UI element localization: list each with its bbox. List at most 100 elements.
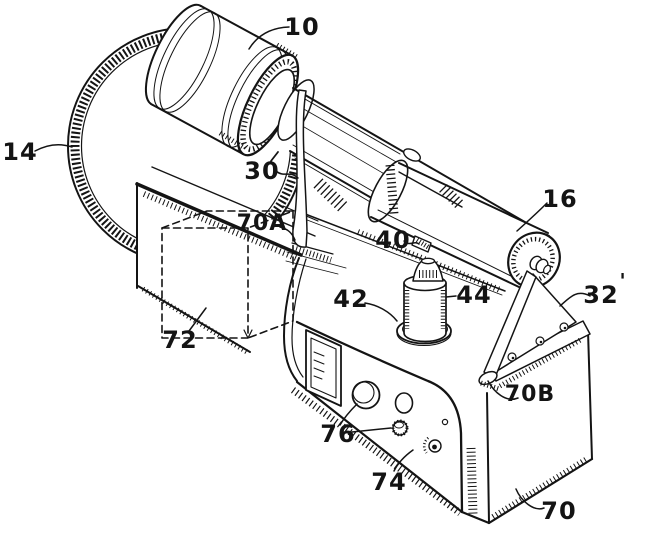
bracket-32 [478,270,577,392]
label-70B: 70B [505,382,555,407]
housing-top-hatch [275,42,299,60]
lens-housing-10 [144,3,315,157]
sleeve-16 [367,159,549,288]
leader-16 [516,202,548,232]
knob-44-body [403,282,447,343]
case-top-back-edge [151,166,316,237]
leader-lines [34,26,591,510]
sleeve-top-edge [398,162,549,234]
case-top-front-edge [135,182,303,257]
leader-70B [487,380,519,400]
case-front-rim-curve [295,320,464,514]
tray-floor-line-1 [286,251,347,269]
compartment-top-face [161,210,294,229]
case-bevel-bottom-edge [460,510,491,525]
leader-70A [279,226,296,241]
label-70: 70 [541,497,576,525]
label-74: 74 [371,468,406,496]
knob-44 [403,257,447,343]
sleeve-left-cap [367,159,409,223]
knob-44-cone-top [420,257,436,265]
hatch-bottom-left [141,286,249,355]
hatch-right-top [498,336,584,389]
compartment-arrow-tick [243,329,253,339]
reference-labels: 10 14 16 30 32 ' 40 42 44 70 70A 70B 72 … [2,13,626,525]
meter-scale-ticks [313,351,325,380]
lug-knurl-hatch [415,237,430,250]
housing-bottom-edge [150,103,244,155]
sleeve-bottom-edge [370,216,520,288]
label-76: 76 [320,420,355,448]
tube-top-edge [292,87,550,237]
case-cowl-outer-edge [283,257,300,382]
meter-window [305,329,342,407]
label-10: 10 [284,13,319,41]
rivet-dot [539,340,543,344]
meter-tick [313,367,325,373]
case-body-fill [137,166,592,523]
tray-floor-line-2 [285,260,339,275]
label-16: 16 [542,185,577,213]
meter-tick [313,375,323,380]
hidden-compartment-72 [161,210,294,339]
deck-back-edge-inner [301,217,503,296]
rivet [507,352,517,362]
hatch-wall-under-barrel [356,229,502,293]
housing-top-edge [200,5,294,57]
sleeve-slot-edge [398,171,463,208]
leader-40 [403,240,420,245]
oval-button [394,392,414,414]
leader-14 [34,143,73,152]
label-32: 32 [583,281,618,309]
leader-30 [275,170,299,179]
compartment-right-face [247,210,294,339]
leader-10 [248,26,290,50]
pivot-washer [542,264,552,275]
leader-70 [515,488,545,510]
tube-bump [403,148,421,162]
leader-76-to-small-knob [351,427,392,433]
fitting-40 [403,148,432,253]
tube-bottom-line-2 [294,157,373,204]
hatch-top-edge [142,191,300,262]
leader-30-tick [270,151,279,162]
case-cowl-inner-edge [291,258,307,378]
sleeve-fill [371,163,548,287]
leader-74 [393,449,414,472]
case-front-bottom-edge [295,380,464,514]
tube-top-line [297,94,401,155]
support-strap-30 [292,89,308,248]
end-cap-pivot [507,231,561,289]
hatch-ledge-70A [295,246,332,263]
leader-72 [188,307,207,332]
label-32-prime: ' [619,269,626,293]
bracket-rivets [507,322,569,362]
case-right-bottom-edge [487,457,594,525]
large-knob-76-face [352,381,375,404]
rivet [559,322,569,332]
sleeve-bottom-line [377,209,516,279]
deck-back-edge [299,211,506,292]
leader-76-to-large-knob [339,403,358,426]
case-right-edge [587,330,593,460]
foot-70B [478,370,498,386]
tube-shade-line-2 [298,123,394,180]
meter-window-inner [310,337,337,399]
label-30: 30 [244,157,279,185]
panel-hole [441,418,449,426]
small-knob-top [394,421,404,429]
housing-bottom-hatch [218,130,245,150]
label-40: 40 [375,226,410,254]
rivet [535,336,545,346]
hatch-right-bottom [491,456,589,520]
label-44: 44 [456,281,491,309]
rivet-dot [563,326,567,330]
small-knob-knurl [391,419,409,437]
control-panel [305,329,449,454]
tube-shade-line-1 [301,107,399,164]
label-42: 42 [333,285,368,313]
label-72: 72 [162,326,197,354]
selector-switch-pointer [432,444,437,450]
